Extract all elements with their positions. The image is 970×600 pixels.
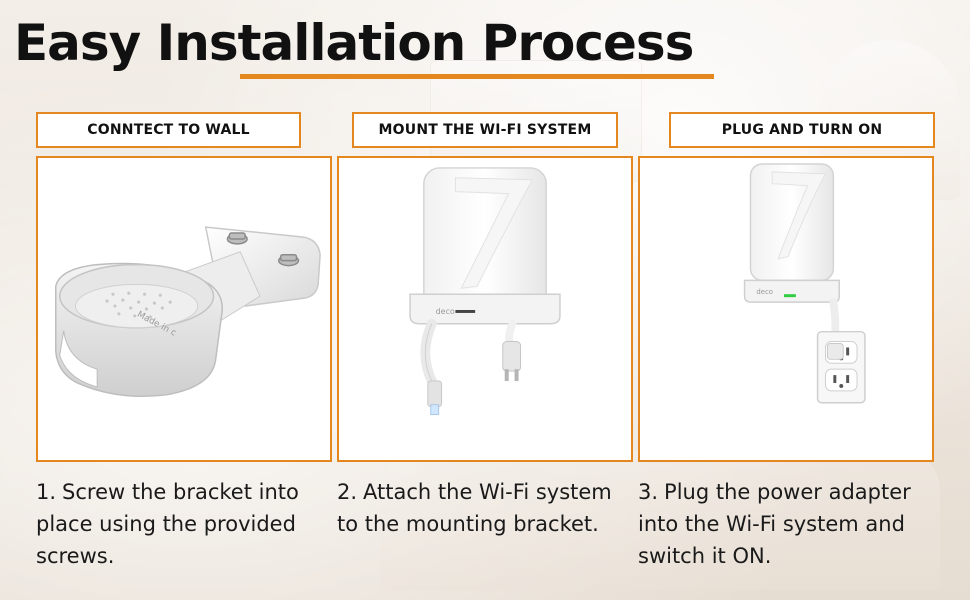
device-logo: deco bbox=[436, 307, 455, 316]
step-1-label-box: CONNTECT TO WALL bbox=[36, 112, 301, 148]
background-bed bbox=[380, 450, 940, 590]
step-2-label-box: MOUNT THE WI-FI SYSTEM bbox=[352, 112, 618, 148]
step-1-number: 1. bbox=[36, 480, 57, 504]
step-2-image-panel: deco bbox=[337, 156, 633, 462]
step-1-description: 1.Screw the bracket into place using the… bbox=[36, 476, 336, 572]
step-3-label: PLUG AND TURN ON bbox=[721, 122, 883, 138]
step-1-label: CONNTECT TO WALL bbox=[87, 122, 250, 138]
step-2-number: 2. bbox=[337, 480, 358, 504]
device-logo-3: deco bbox=[756, 288, 773, 296]
step-3-number: 3. bbox=[638, 480, 659, 504]
step-2-text: Attach the Wi-Fi system to the mounting … bbox=[337, 480, 612, 536]
step-3-label-box: PLUG AND TURN ON bbox=[669, 112, 935, 148]
step-3-image-panel: deco bbox=[638, 156, 934, 462]
title-underline bbox=[240, 74, 714, 79]
step-2-label: MOUNT THE WI-FI SYSTEM bbox=[378, 122, 592, 138]
wifi-unit-plugged-outlet-icon: deco bbox=[743, 163, 866, 404]
step-3-text: Plug the power adapter into the Wi-Fi sy… bbox=[638, 480, 911, 568]
step-3-description: 3.Plug the power adapter into the Wi-Fi … bbox=[638, 476, 948, 572]
page-title: Easy Installation Process bbox=[14, 14, 694, 72]
wall-bracket-icon: Made in c bbox=[55, 226, 321, 397]
step-1-image-panel: Made in c bbox=[36, 156, 332, 462]
wifi-unit-on-mount-icon: deco bbox=[409, 167, 561, 416]
step-1-text: Screw the bracket into place using the p… bbox=[36, 480, 299, 568]
step-2-description: 2.Attach the Wi-Fi system to the mountin… bbox=[337, 476, 637, 540]
